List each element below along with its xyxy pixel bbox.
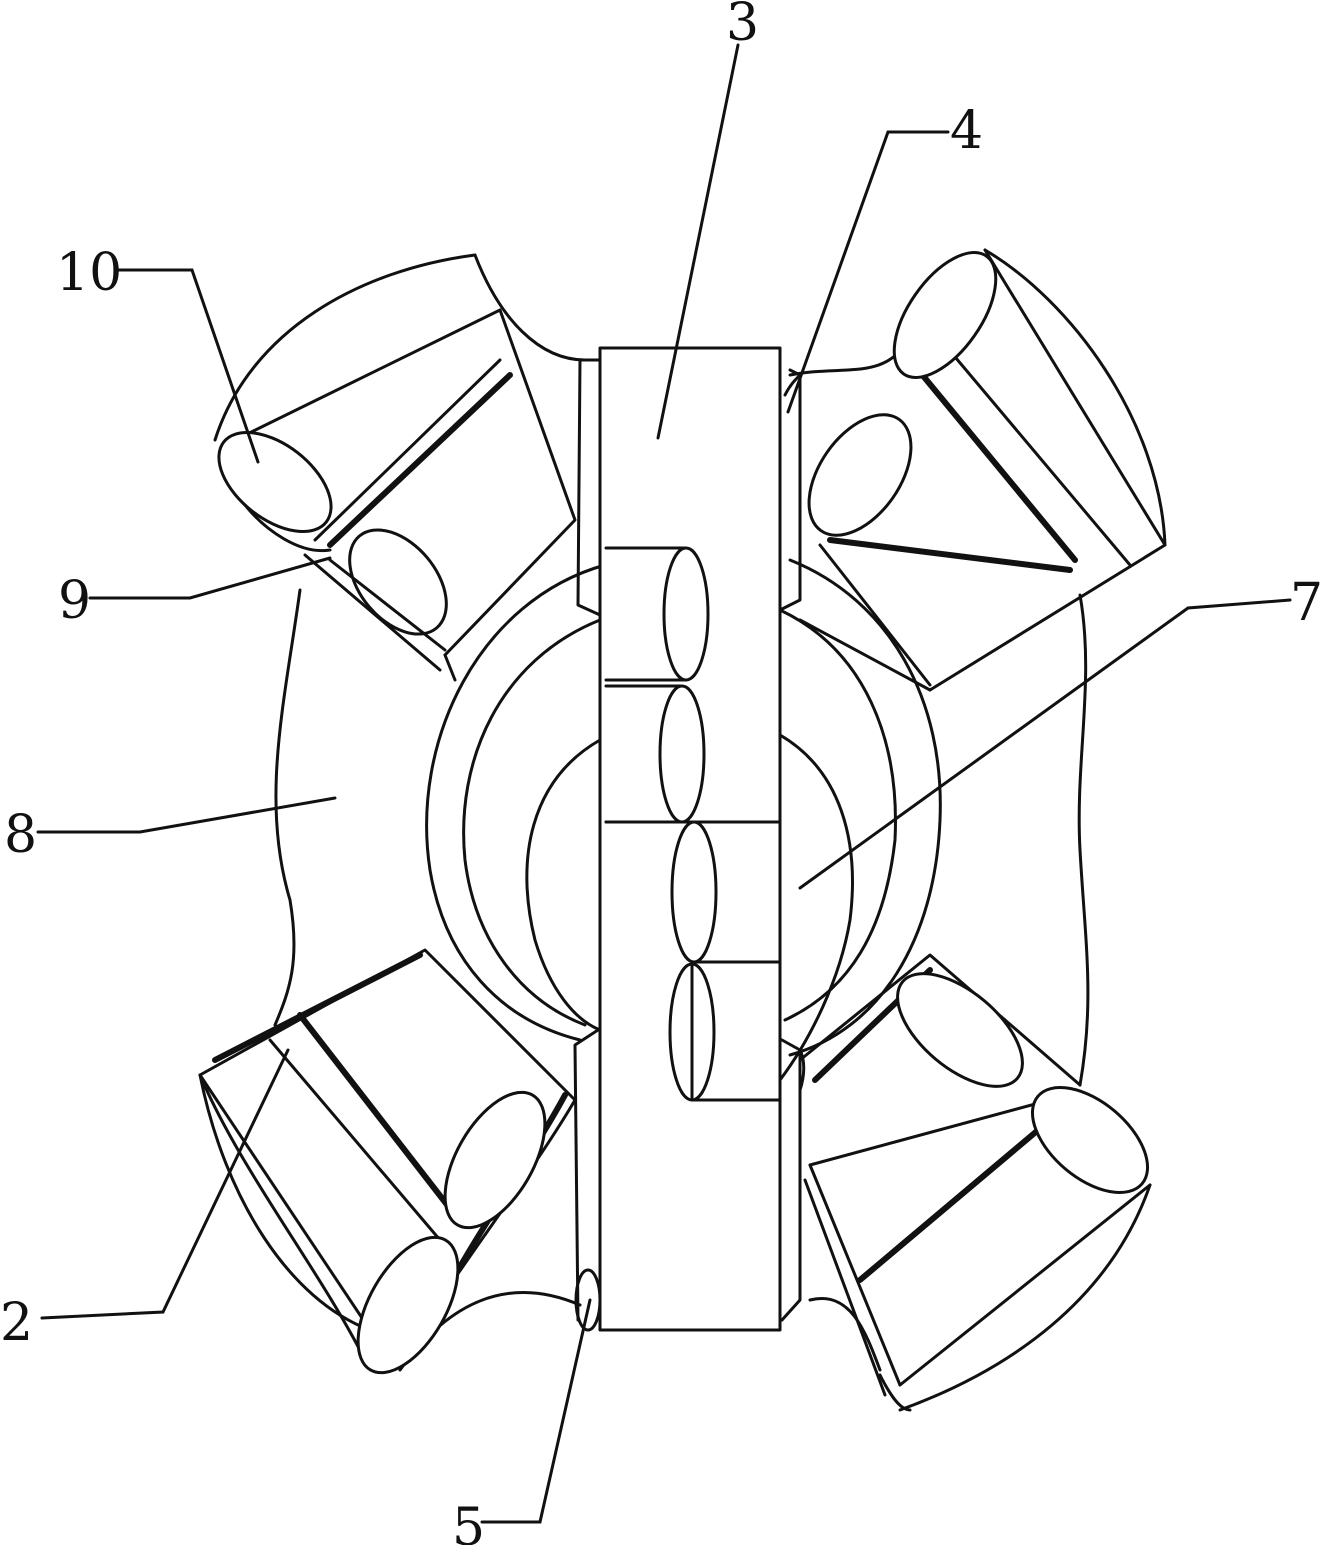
- bar-roller-1: [662, 546, 710, 682]
- roller-end-lower-right-a: [896, 972, 1024, 1088]
- leader-10: [116, 268, 260, 464]
- label-10: 10: [56, 243, 122, 303]
- roller-end-2: [356, 1235, 460, 1375]
- roller-upper-right: [798, 248, 1167, 692]
- roller-upper-left: [217, 308, 577, 682]
- label-7: 7: [1290, 573, 1323, 633]
- leader-9: [88, 556, 332, 600]
- roller-lower-left: [198, 948, 577, 1375]
- side-strips: [573, 358, 806, 1332]
- pin-5: [574, 1268, 602, 1332]
- roller-end-inner-lower-left: [443, 1090, 547, 1230]
- roller-lower-right: [798, 953, 1152, 1412]
- label-3: 3: [726, 0, 759, 53]
- roller-end-inner-upper-right: [807, 413, 913, 537]
- label-9: 9: [58, 571, 91, 631]
- roller-end-upper-right: [892, 251, 998, 379]
- leader-4: [786, 130, 950, 414]
- leader-3: [656, 43, 740, 440]
- leader-5: [480, 1298, 592, 1524]
- label-4: 4: [950, 101, 983, 161]
- leader-2: [40, 1048, 290, 1320]
- bar-3: [598, 346, 782, 1332]
- leader-8: [36, 796, 337, 834]
- label-2: 2: [0, 1293, 33, 1353]
- central-bar: [598, 346, 782, 1332]
- label-5: 5: [452, 1498, 485, 1545]
- outer-body: [198, 248, 1167, 1412]
- label-8: 8: [4, 805, 37, 865]
- leader-lines: [36, 43, 1292, 1524]
- roller-end-lower-right-b: [1030, 1085, 1150, 1195]
- leader-7: [798, 598, 1292, 890]
